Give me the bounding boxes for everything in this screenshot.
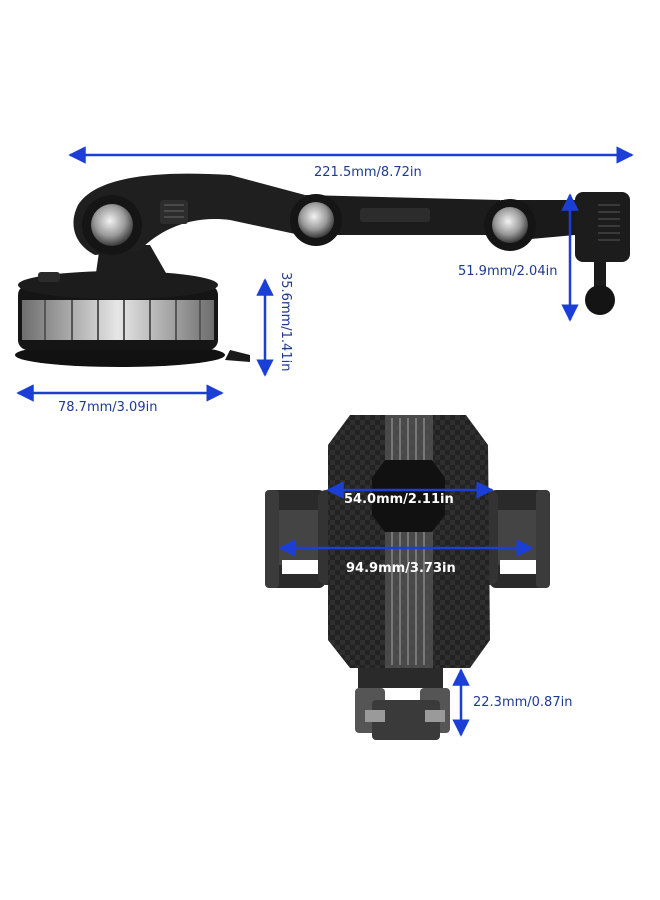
bottom-support xyxy=(355,668,450,740)
suction-base xyxy=(15,271,250,367)
knob-icon xyxy=(290,194,342,246)
clamp-right-arm xyxy=(490,490,550,588)
clamp-min-width-label: 54.0mm/2.11in xyxy=(344,492,454,507)
clamp-left-arm xyxy=(265,490,325,588)
suction-arm-illustration xyxy=(15,173,630,367)
knob-icon xyxy=(484,199,536,251)
bottom-support-height-label: 22.3mm/0.87in xyxy=(473,695,573,710)
base-height-label: 35.6mm/1.41in xyxy=(278,272,293,372)
base-diameter-label: 78.7mm/3.09in xyxy=(58,400,158,415)
dimension-arrows xyxy=(16,146,634,737)
phone-clamp-illustration xyxy=(265,415,550,740)
arm-length-label: 221.5mm/8.72in xyxy=(314,165,422,180)
ball-joint xyxy=(585,285,615,315)
ball-joint-height-label: 51.9mm/2.04in xyxy=(458,264,558,279)
clamp-max-width-label: 94.9mm/3.73in xyxy=(346,561,456,576)
knob-icon xyxy=(82,195,142,255)
